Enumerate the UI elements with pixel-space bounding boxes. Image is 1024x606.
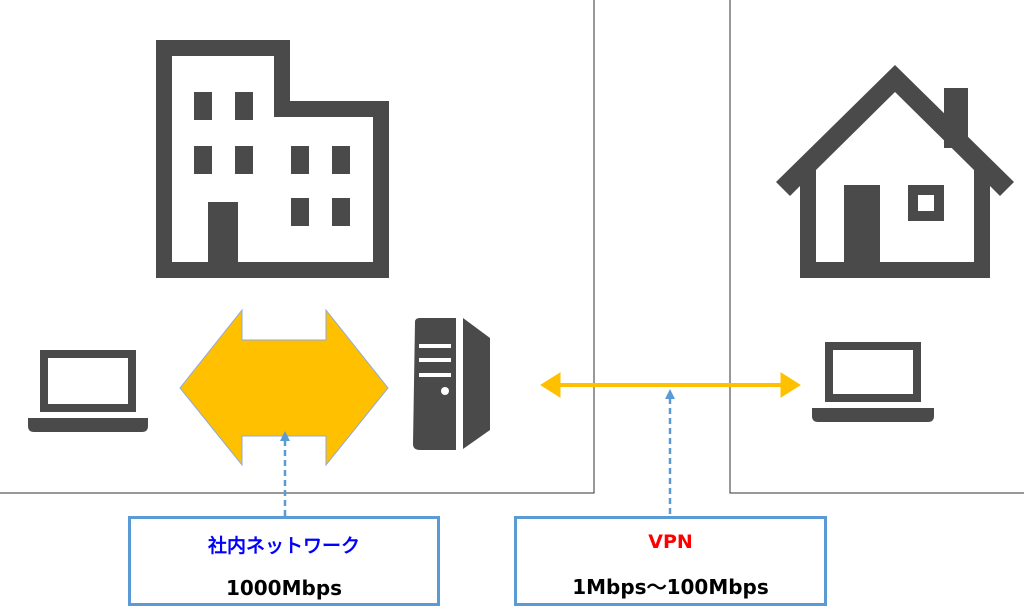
vpn-speed: 1Mbps～100Mbps <box>572 575 769 599</box>
arrowhead-icon <box>665 389 675 399</box>
vpn-double-arrow-icon <box>540 372 801 398</box>
lan-double-arrow-icon <box>179 308 389 467</box>
home-area-border <box>729 0 1024 494</box>
server-icon <box>413 318 490 450</box>
connector-lines <box>283 398 672 517</box>
lan-info-box: 社内ネットワーク 1000Mbps <box>128 516 440 606</box>
vpn-info-box: VPN 1Mbps～100Mbps <box>514 516 827 606</box>
office-area-border <box>0 0 595 494</box>
laptop-icon <box>812 342 934 422</box>
diagram-canvas <box>0 0 1024 517</box>
arrowhead-icon <box>280 431 290 441</box>
office-building-icon <box>156 40 389 278</box>
lan-title: 社内ネットワーク <box>207 535 360 557</box>
laptop-icon <box>28 350 148 432</box>
lan-speed: 1000Mbps <box>225 576 343 600</box>
vpn-title: VPN <box>648 531 693 553</box>
house-icon <box>776 65 1014 278</box>
